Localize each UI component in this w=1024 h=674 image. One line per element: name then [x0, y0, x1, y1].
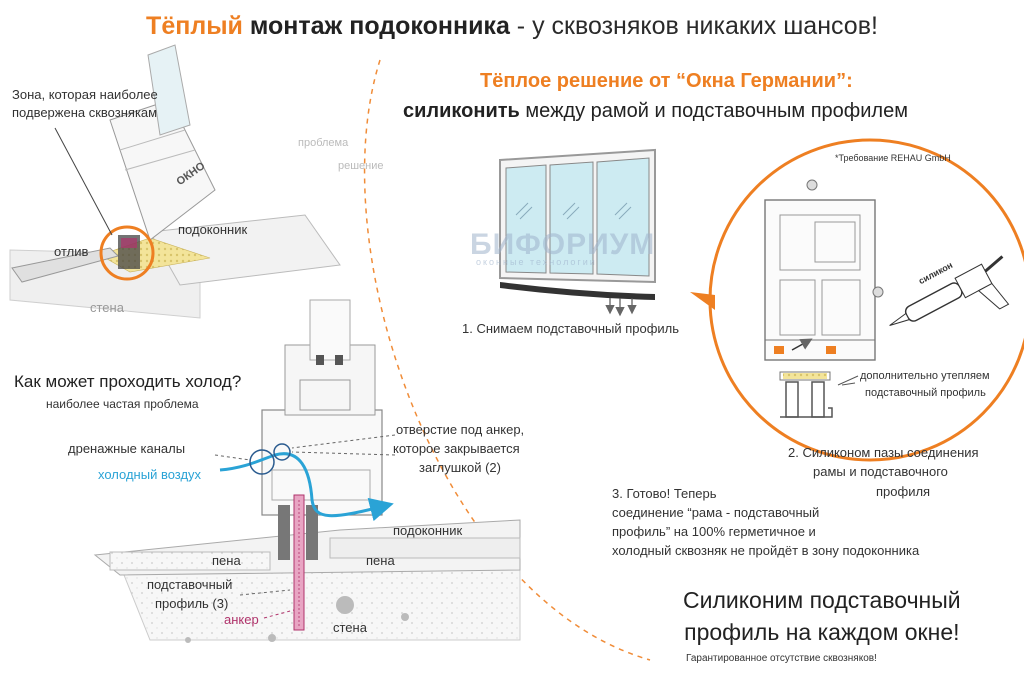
- page-title: Тёплый монтаж подоконника - у сквозняков…: [0, 12, 1024, 41]
- zone-label-line1: Зона, которая наиболее: [12, 87, 158, 102]
- problem-label: проблема: [298, 137, 349, 149]
- profile-closeup-circle: [690, 138, 1024, 462]
- anchor-hole-line1: отверстие под анкер,: [396, 422, 525, 437]
- drip-label: отлив: [54, 244, 89, 259]
- anchor-label: анкер: [224, 612, 259, 627]
- zone-label-line2: подвержена сквознякам: [12, 105, 158, 120]
- top-sill-label: подоконник: [178, 222, 248, 237]
- step1-label: 1. Снимаем подставочный профиль: [462, 321, 680, 336]
- sill-profile-bar: [500, 282, 655, 300]
- title-accent: Тёплый: [146, 12, 243, 40]
- footer-note: Гарантированное отсутствие сквозняков!: [686, 653, 877, 664]
- drain-label: дренажные каналы: [68, 441, 186, 456]
- step2-line2: рамы и подставочного: [813, 464, 948, 479]
- step3-line1: 3. Готово! Теперь: [612, 486, 717, 501]
- extra-insulation-line2: подставочный профиль: [865, 387, 986, 399]
- step3-line2: соединение “рама - подставочный: [612, 505, 820, 520]
- solution-subheading: силиконить между рамой и подставочным пр…: [403, 100, 908, 123]
- cold-question: Как может проходить холод?: [14, 372, 242, 391]
- title-rest: - у сквозняков никаких шансов!: [509, 12, 878, 40]
- solution-heading: Тёплое решение от “Окна Германии”:: [480, 70, 853, 92]
- silicone-spot-left: [774, 346, 784, 354]
- cold-wall-label: стена: [333, 620, 367, 635]
- window-glass-edge: [147, 44, 191, 136]
- profile-label-line1: подставочный: [147, 577, 233, 592]
- anchor-hole-line3: заглушкой (2): [419, 460, 501, 475]
- foam-right-label: пена: [366, 553, 395, 568]
- footer-line2: профиль на каждом окне!: [684, 619, 960, 645]
- step3-line3: профиль” на 100% герметичное и: [612, 524, 816, 539]
- anchor-bolt: [293, 494, 305, 631]
- sill-section-diagram: [9, 44, 341, 319]
- solution-subheading-bold: силиконить: [403, 100, 520, 122]
- foam-left-label: пена: [212, 553, 241, 568]
- cold-section-diagram: [93, 299, 521, 643]
- requirement-note: *Требование REHAU GmbH: [835, 153, 951, 163]
- solution-label: решение: [338, 160, 384, 172]
- watermark-sub: оконные технологии: [476, 257, 597, 267]
- step2-line3: профиля: [876, 484, 931, 499]
- divider-arc: [363, 59, 651, 661]
- draft-zone-circle: [99, 225, 155, 281]
- anchor-hole-line2: которое закрывается: [393, 441, 520, 456]
- step2-line1: 2. Силиконом пазы соединения: [788, 445, 979, 460]
- footer-headline: Силиконим подставочный профиль на каждом…: [683, 584, 961, 648]
- cold-sill-label: подоконник: [393, 523, 463, 538]
- cold-air-label: холодный воздух: [98, 467, 202, 482]
- profile-label-line2: профиль (3): [155, 596, 229, 611]
- cold-air-path: [219, 452, 394, 522]
- step3-line4: холодный сквозняк не пройдёт в зону подо…: [612, 543, 920, 558]
- title-bold: монтаж подоконника: [249, 12, 510, 40]
- extra-insulation-line1: дополнительно утепляем: [860, 370, 990, 382]
- cold-subtitle: наиболее частая проблема: [46, 397, 199, 411]
- window-illustration: [499, 148, 656, 317]
- sill-board: [149, 214, 341, 286]
- drain-circle: [249, 449, 275, 475]
- top-wall-label: стена: [90, 300, 124, 315]
- silicone-spot-right: [826, 346, 836, 354]
- watermark-brand: БИФОРИУМ: [470, 228, 656, 261]
- anchor-hole-circle: [273, 443, 291, 461]
- footer-line1: Силиконим подставочный: [683, 587, 961, 613]
- window-frame: [109, 99, 216, 241]
- solution-subheading-rest: между рамой и подставочным профилем: [519, 100, 908, 122]
